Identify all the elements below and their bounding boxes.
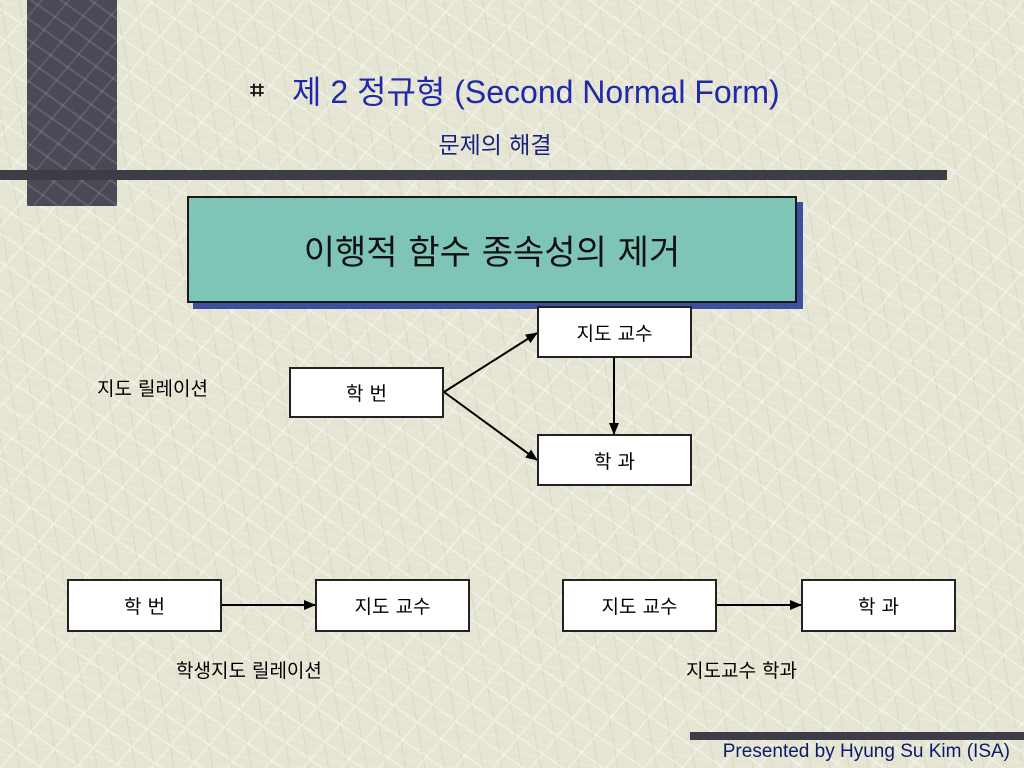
advisor-relation-label: 지도 릴레이션 <box>97 378 208 400</box>
presenter-footer: Presented by Hyung Su Kim (ISA) <box>722 741 1010 762</box>
bl-node-advisor: 지도 교수 <box>315 579 470 632</box>
banner-transitive-dependency: 이행적 함수 종속성의 제거 <box>187 196 797 303</box>
arrow-student-to-advisor <box>443 332 538 393</box>
header-divider <box>0 170 947 180</box>
arrow-student-to-department <box>443 391 538 461</box>
title-row: ⌗ 제 2 정규형 (Second Normal Form) <box>240 68 780 112</box>
node-student-id: 학 번 <box>289 367 444 418</box>
hash-bullet-icon: ⌗ <box>250 76 264 104</box>
student-advisor-relation-label: 학생지도 릴레이션 <box>176 660 322 682</box>
bl-node-student-id: 학 번 <box>67 579 222 632</box>
node-advisor: 지도 교수 <box>537 306 692 358</box>
slide-title: 제 2 정규형 (Second Normal Form) <box>292 74 780 110</box>
node-department: 학 과 <box>537 434 692 486</box>
advisor-department-relation-label: 지도교수 학과 <box>686 660 797 682</box>
br-node-department: 학 과 <box>801 579 956 632</box>
footer-divider <box>690 732 1024 740</box>
br-node-advisor: 지도 교수 <box>562 579 717 632</box>
slide-subtitle: 문제의 해결 <box>438 133 552 159</box>
